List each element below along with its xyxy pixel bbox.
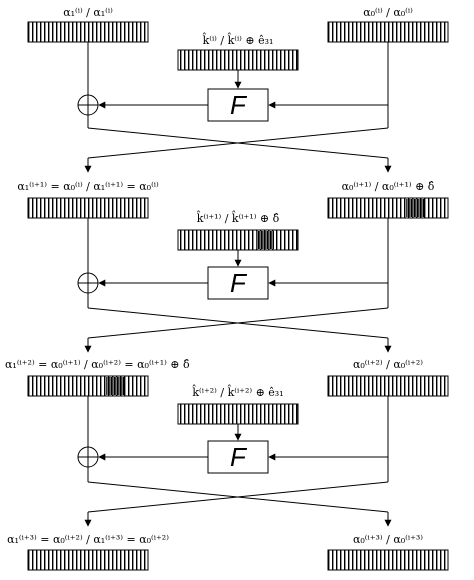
round3-left-register-diff-bits <box>106 377 124 395</box>
round3-left-register <box>27 375 149 397</box>
round2-right-register <box>327 197 449 219</box>
round3-key-register <box>177 403 299 425</box>
round1-left-state-label: α₁⁽ⁱ⁾ / α₁⁽ⁱ⁾ <box>63 6 113 19</box>
round2-key-label: k̂⁽ⁱ⁺¹⁾ / k̂⁽ⁱ⁺¹⁾ ⊕ δ̂ <box>196 211 279 225</box>
final-right-register <box>327 549 449 571</box>
round3-left-state-label: α₁⁽ⁱ⁺²⁾ = α₀⁽ⁱ⁺¹⁾ / α₀⁽ⁱ⁺²⁾ = α₀⁽ⁱ⁺¹⁾ ⊕ … <box>5 358 190 371</box>
round3-right-state-label: α₀⁽ⁱ⁺²⁾ / α₀⁽ⁱ⁺²⁾ <box>353 358 423 371</box>
round1-key-register <box>177 49 299 71</box>
round1-right-register <box>327 21 449 43</box>
round1-key-label: k̂⁽ⁱ⁾ / k̂⁽ⁱ⁾ ⊕ ê₃₁ <box>202 33 273 47</box>
round1-f-box <box>207 88 269 122</box>
round2-key-register <box>177 229 299 251</box>
round1-left-register <box>27 21 149 43</box>
round3-right-register <box>327 375 449 397</box>
round1-right-state-label: α₀⁽ⁱ⁾ / α₀⁽ⁱ⁾ <box>363 6 413 19</box>
round2-right-state-label: α₀⁽ⁱ⁺¹⁾ / α₀⁽ⁱ⁺¹⁾ ⊕ δ̂ <box>342 180 435 193</box>
round2-left-register <box>27 197 149 219</box>
round3-f-label: F <box>230 442 248 472</box>
round2-f-box <box>207 266 269 300</box>
round3-f-box <box>207 440 269 474</box>
final-right-state-label: α₀⁽ⁱ⁺³⁾ / α₀⁽ⁱ⁺³⁾ <box>353 533 423 546</box>
final-left-state-label: α₁⁽ⁱ⁺³⁾ = α₀⁽ⁱ⁺²⁾ / α₁⁽ⁱ⁺³⁾ = α₀⁽ⁱ⁺²⁾ <box>7 533 169 546</box>
round3-key-label: k̂⁽ⁱ⁺²⁾ / k̂⁽ⁱ⁺²⁾ ⊕ ê₃₁ <box>192 385 284 399</box>
round1-f-label: F <box>230 90 248 120</box>
round2-right-register-diff-bits <box>406 199 424 217</box>
round2-f-label: F <box>230 268 248 298</box>
final-left-register <box>27 549 149 571</box>
round2-left-state-label: α₁⁽ⁱ⁺¹⁾ = α₀⁽ⁱ⁾ / α₁⁽ⁱ⁺¹⁾ = α₀⁽ⁱ⁾ <box>17 180 159 193</box>
round2-key-register-diff-bits <box>256 231 274 249</box>
